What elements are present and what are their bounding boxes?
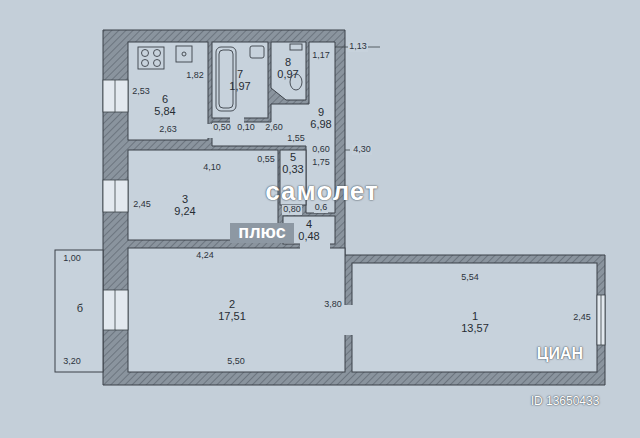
dimension-label: 0,55 [256, 155, 276, 165]
room-number: 1 [461, 310, 489, 322]
dimension-label: 2,60 [264, 123, 284, 133]
room-label: 65,84 [152, 92, 177, 118]
dimension-label: 1,82 [185, 71, 205, 81]
room-label: 217,51 [216, 297, 248, 323]
wc-room [271, 42, 306, 100]
room-area: 1,97 [229, 80, 250, 92]
room-number: 3 [174, 193, 195, 205]
room-number: 5 [282, 151, 303, 163]
sink-symbol [182, 52, 186, 56]
room-label: 50,33 [280, 150, 305, 176]
dimension-label: 4,30 [352, 145, 372, 155]
sink-symbol [176, 46, 192, 62]
kitchen-room [128, 42, 208, 140]
room-area: 17,51 [218, 310, 246, 322]
watermark: самолет [265, 177, 378, 206]
stove-symbol [154, 60, 161, 67]
window [103, 80, 128, 112]
dimension-label: 3,80 [323, 300, 343, 310]
room-number: 8 [277, 56, 298, 68]
room-number: б [77, 302, 83, 314]
balcony [55, 250, 103, 372]
room-label: 39,24 [172, 192, 197, 218]
dimension-label: 1,17 [311, 51, 331, 61]
window [103, 180, 128, 212]
room-number: 7 [229, 68, 250, 80]
watermark: плюс [230, 223, 293, 243]
room-area: 9,24 [174, 205, 195, 217]
living-room [128, 248, 345, 372]
dimension-label: 0,80 [282, 205, 302, 215]
room-area: 6,98 [310, 118, 331, 130]
window [103, 290, 128, 330]
dimension-label: 2,63 [158, 125, 178, 135]
stove-symbol [142, 50, 149, 57]
room-label: 96,98 [308, 105, 333, 131]
dimension-label: 1,13 [348, 42, 368, 52]
room-number: 2 [218, 298, 246, 310]
room-label: 40,48 [296, 217, 321, 243]
stove-symbol [142, 60, 149, 67]
room-area: 0,48 [298, 230, 319, 242]
dimension-label: 4,24 [195, 251, 215, 261]
stove-symbol [138, 47, 164, 69]
door-gap [344, 305, 353, 335]
room-label: 71,97 [227, 67, 252, 93]
bath-room [212, 42, 268, 118]
dimension-label: 4,10 [202, 163, 222, 173]
watermark: ЦИАН [537, 345, 583, 363]
dimension-label: 3,20 [62, 357, 82, 367]
watermark: ID 13650433 [531, 395, 600, 408]
bathtub-symbol [219, 50, 233, 108]
bathtub-symbol [216, 47, 236, 111]
living-room [352, 263, 597, 372]
window-line [115, 180, 116, 212]
dimension-label: 5,54 [460, 273, 480, 283]
dimension-label: 5,50 [226, 357, 246, 367]
door-gap [300, 243, 330, 249]
room-area: 0,97 [277, 68, 298, 80]
window-line [601, 295, 602, 345]
dimension-line [345, 150, 350, 151]
room-label: б [75, 301, 85, 315]
room-number: 9 [310, 106, 331, 118]
room-area: 5,84 [154, 105, 175, 117]
sink-symbol [250, 46, 264, 58]
wall-footprint [103, 30, 605, 385]
dimension-label: 2,45 [132, 200, 152, 210]
room-label: 113,57 [459, 309, 491, 335]
dimension-label: 1,00 [62, 254, 82, 264]
stove-symbol [154, 50, 161, 57]
dimension-label: 1,75 [311, 158, 331, 168]
room-area: 13,57 [461, 322, 489, 334]
dimension-label: 2,53 [131, 87, 151, 97]
room-number: 6 [154, 93, 175, 105]
dimension-label: 0,60 [311, 145, 331, 155]
window-line [115, 290, 116, 330]
window [597, 295, 605, 345]
toilet-symbol [290, 44, 302, 50]
room-number: 4 [298, 218, 319, 230]
room-area: 0,33 [282, 163, 303, 175]
dimension-label: 1,55 [286, 134, 306, 144]
dimension-label: 2,45 [572, 313, 592, 323]
room-label: 80,97 [275, 55, 300, 81]
window-line [115, 80, 116, 112]
dimension-label: 0,50 [212, 123, 232, 133]
dimension-label: 0,10 [236, 123, 256, 133]
